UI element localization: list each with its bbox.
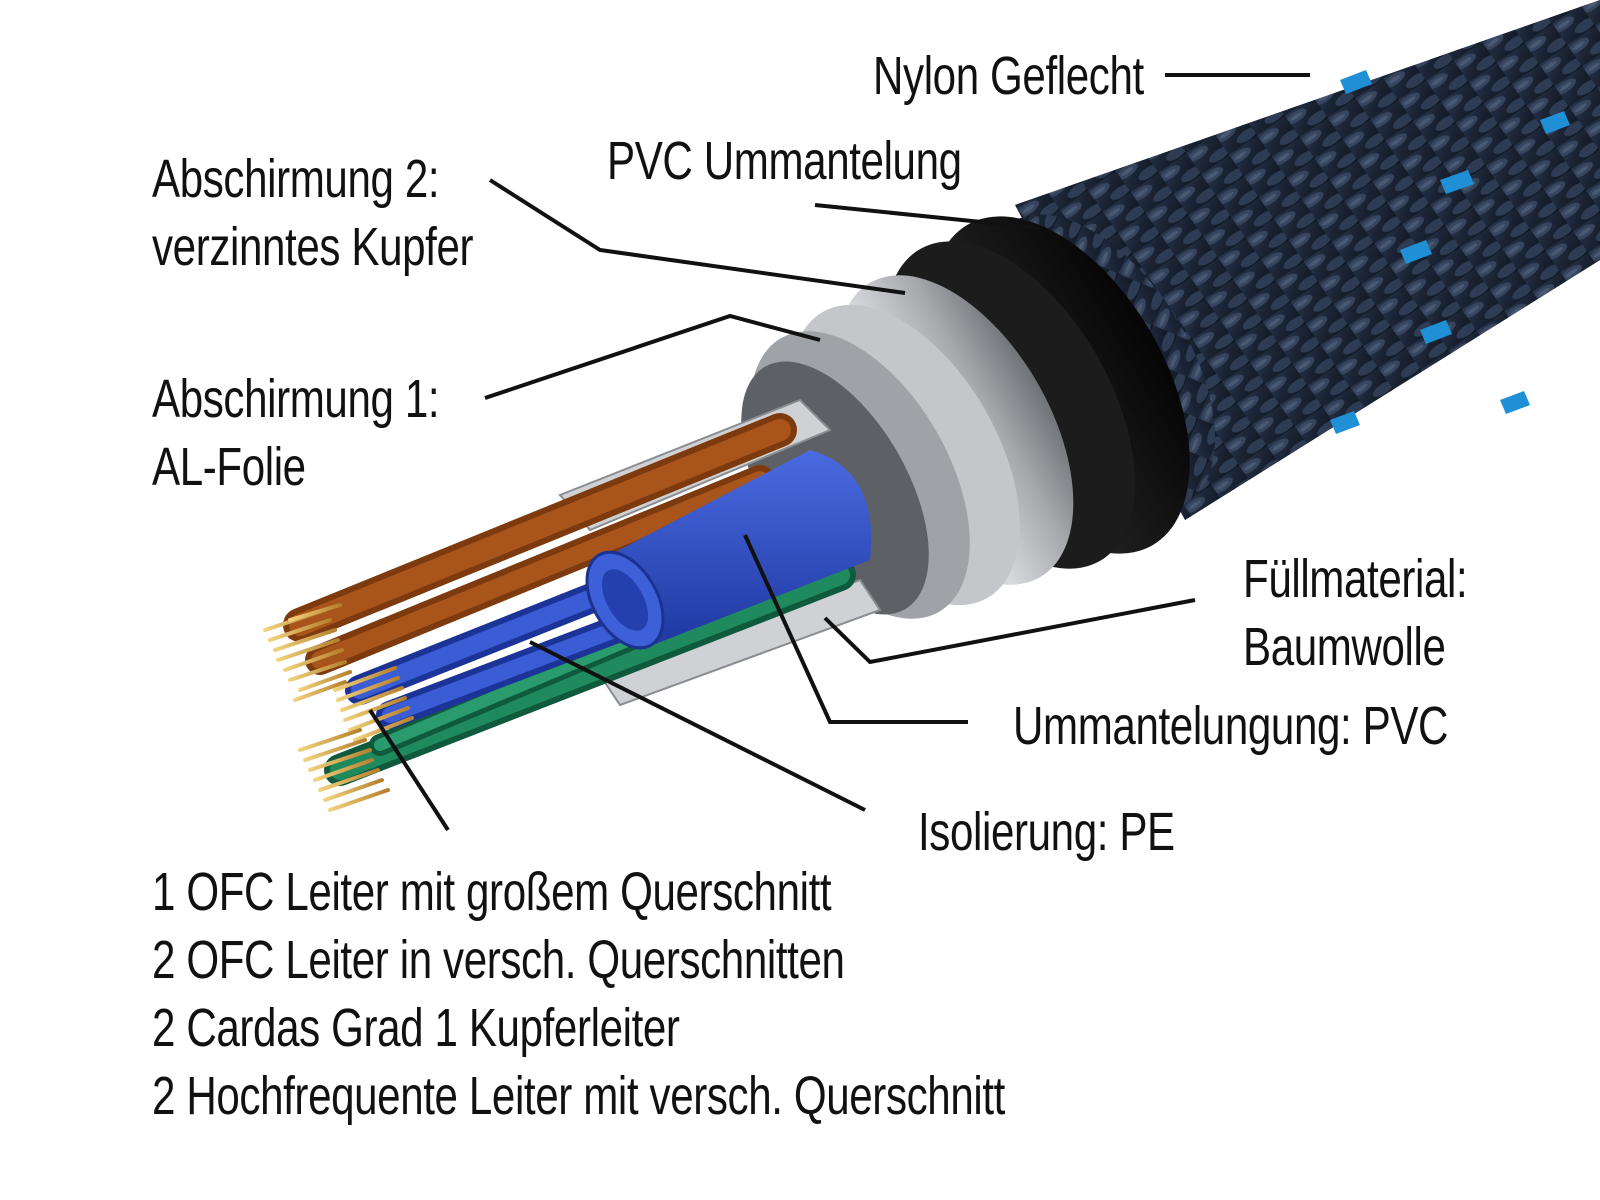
label-shield-2-line1: Abschirmung 2: [152, 145, 473, 213]
label-filler-line2: Baumwolle [1243, 613, 1467, 681]
label-shield-2-line2: verzinntes Kupfer [152, 213, 473, 281]
leader-pvc-jacket [815, 205, 1040, 228]
label-shield-2: Abschirmung 2: verzinntes Kupfer [152, 145, 473, 281]
leader-shield2 [490, 180, 905, 293]
label-pvc-jacket-text: PVC Ummantelung [607, 127, 962, 195]
label-filler-line1: Füllmaterial: [1243, 545, 1467, 613]
label-shield-1-line1: Abschirmung 1: [152, 365, 439, 433]
label-conductors-line4: 2 Hochfrequente Leiter mit versch. Quers… [152, 1062, 1005, 1130]
label-insulation: Isolierung: PE [918, 798, 1175, 866]
label-inner-sheath-text: Ummantelungung: PVC [1013, 692, 1448, 760]
label-conductors-line1: 1 OFC Leiter mit großem Querschnitt [152, 858, 1005, 926]
label-pvc-jacket: PVC Ummantelung [607, 127, 962, 195]
label-conductors-line2: 2 OFC Leiter in versch. Querschnitten [152, 926, 1005, 994]
label-inner-sheath: Ummantelungung: PVC [1013, 692, 1448, 760]
label-filler: Füllmaterial: Baumwolle [1243, 545, 1467, 681]
label-shield-1: Abschirmung 1: AL-Folie [152, 365, 439, 501]
label-conductors-line3: 2 Cardas Grad 1 Kupferleiter [152, 994, 1005, 1062]
label-conductors: 1 OFC Leiter mit großem Querschnitt 2 OF… [152, 858, 1005, 1130]
label-insulation-text: Isolierung: PE [918, 798, 1175, 866]
label-nylon-braid: Nylon Geflecht [873, 42, 1144, 110]
label-shield-1-line2: AL-Folie [152, 433, 439, 501]
label-nylon-text: Nylon Geflecht [873, 42, 1144, 110]
